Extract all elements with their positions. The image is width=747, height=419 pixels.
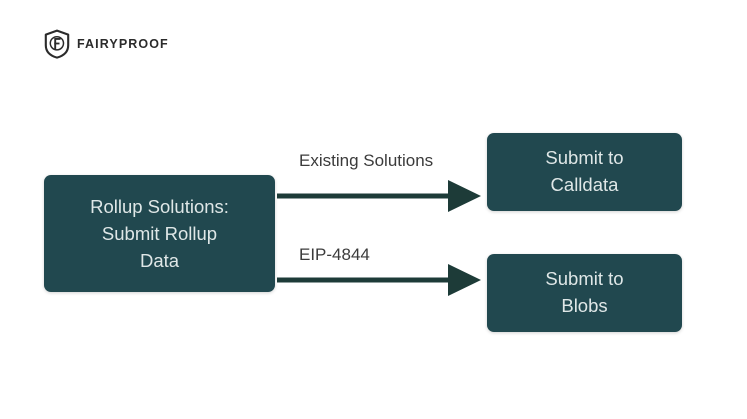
node-submit-to-calldata-label: Submit to Calldata (545, 147, 624, 195)
node-submit-to-blobs[interactable]: Submit to Blobs (487, 254, 682, 332)
node-rollup-solutions-label: Rollup Solutions: Submit Rollup Data (90, 195, 229, 272)
node-submit-to-calldata[interactable]: Submit to Calldata (487, 133, 682, 211)
edge-label-eip-4844: EIP-4844 (299, 245, 370, 264)
brand-logo: FAIRYPROOF (44, 29, 169, 59)
shield-f-icon (44, 29, 70, 59)
node-rollup-solutions[interactable]: Rollup Solutions: Submit Rollup Data (44, 175, 275, 292)
node-submit-to-blobs-label: Submit to Blobs (545, 268, 624, 316)
edge-label-existing-solutions: Existing Solutions (299, 151, 434, 170)
brand-name: FAIRYPROOF (77, 36, 169, 51)
